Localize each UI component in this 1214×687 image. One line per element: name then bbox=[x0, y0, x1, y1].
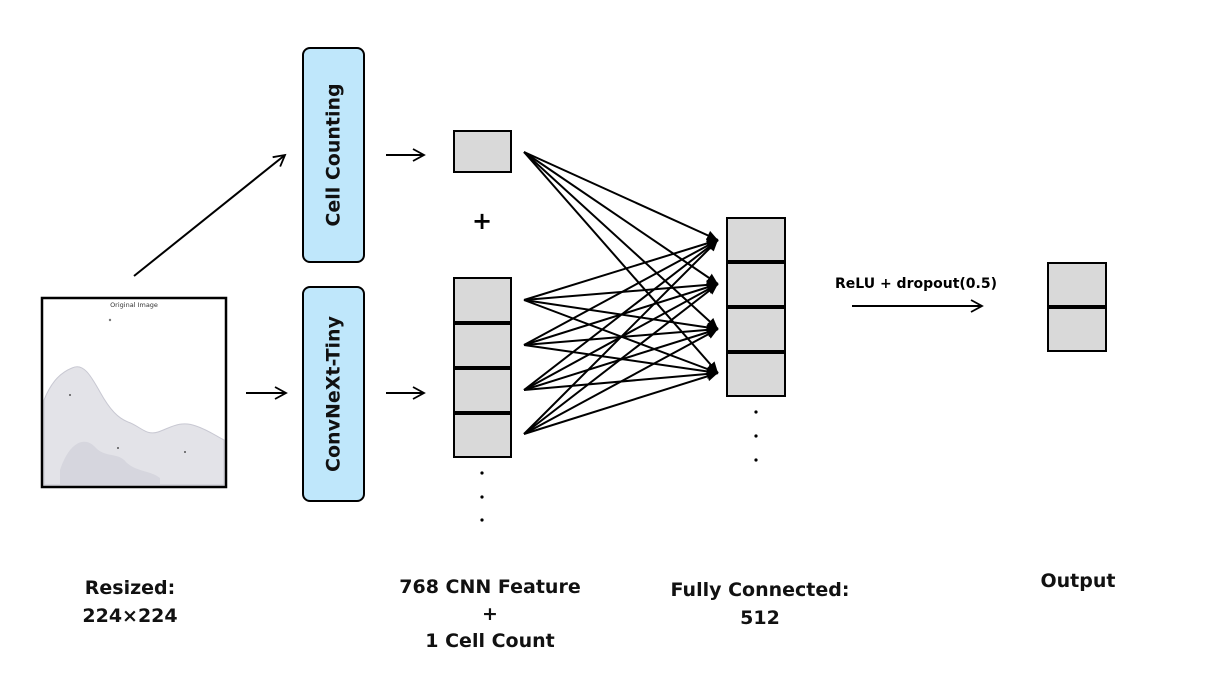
input-image-thumbnail: Original Image bbox=[40, 296, 228, 489]
activation-label: ReLU + dropout(0.5) bbox=[835, 276, 997, 292]
fc-edge bbox=[523, 283, 719, 435]
fc-edge bbox=[523, 239, 719, 391]
fc-edge bbox=[523, 151, 719, 285]
output-label: Output bbox=[1040, 570, 1116, 592]
concat-plus-sign: + bbox=[472, 207, 492, 235]
features-label-line2: + bbox=[482, 603, 498, 625]
arrow-to-cell-counting bbox=[133, 153, 287, 277]
fc-label-line1: Fully Connected: bbox=[670, 579, 850, 601]
features-label-line3: 1 Cell Count bbox=[425, 630, 555, 652]
features-label: 768 CNN Feature + 1 Cell Count bbox=[380, 574, 600, 655]
resized-label-line1: Resized: bbox=[84, 577, 176, 599]
fc-edge bbox=[523, 151, 719, 330]
input-image-caption: Original Image bbox=[110, 301, 158, 309]
fc-edge bbox=[523, 239, 719, 346]
fc-layer-stack bbox=[726, 217, 786, 462]
backbone-label: ConvNeXt-Tiny bbox=[323, 315, 345, 472]
fc-edge bbox=[523, 238, 719, 301]
resized-label: Resized: 224×224 bbox=[60, 574, 200, 630]
features-label-line1: 768 CNN Feature bbox=[399, 576, 581, 598]
fc-edge bbox=[523, 328, 719, 435]
fc-edge bbox=[523, 239, 719, 435]
cnn-feature-stack bbox=[453, 277, 512, 522]
fc-edge bbox=[523, 151, 719, 241]
cell-counting-label: Cell Counting bbox=[323, 83, 345, 226]
cell-count-feature-node bbox=[453, 130, 512, 173]
fully-connected-links bbox=[523, 151, 719, 435]
resized-label-line2: 224×224 bbox=[82, 605, 178, 627]
fc-edge bbox=[523, 151, 719, 374]
cell-counting-module: Cell Counting bbox=[302, 47, 365, 263]
fc-edge bbox=[523, 371, 719, 435]
backbone-module: ConvNeXt-Tiny bbox=[302, 286, 365, 502]
fc-label-line2: 512 bbox=[740, 607, 780, 629]
fc-label: Fully Connected: 512 bbox=[650, 576, 870, 632]
output-node bbox=[1047, 262, 1107, 352]
